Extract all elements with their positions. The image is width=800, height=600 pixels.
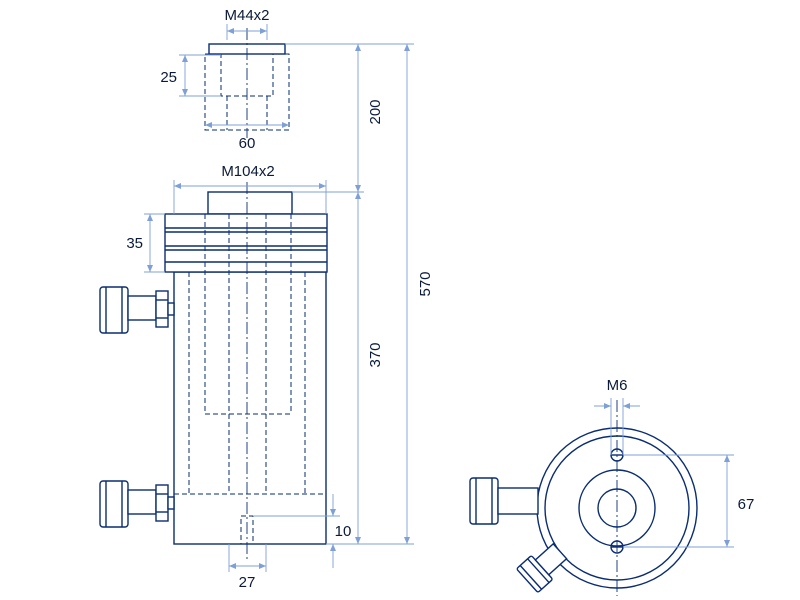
upper-coupler-neck	[127, 295, 157, 321]
dim-200-arrow-bottom	[355, 185, 361, 192]
dim-m104-arrow-right	[319, 183, 326, 189]
side-coupler-neck	[497, 487, 539, 515]
dim-m44-arrow-right	[260, 28, 267, 34]
label-mount-spacing: 67	[738, 496, 755, 513]
angled-coupler-neck	[534, 542, 568, 576]
dim-m104-arrow-left	[174, 183, 181, 189]
angled-coupler-rib-1	[519, 565, 543, 590]
dim-10-arrow-bottom	[330, 544, 336, 551]
dim-35-arrow-bottom	[147, 265, 153, 272]
dim-27-arrow-right	[259, 563, 266, 569]
lower-coupler-body	[99, 480, 129, 528]
dim-67-arrow-bottom	[724, 540, 730, 547]
dim-27-arrow-left	[229, 563, 236, 569]
label-small-height: 25	[160, 69, 177, 86]
collar-nut	[164, 213, 328, 273]
label-collar-height: 35	[126, 235, 143, 252]
dim-m6-arrow-right	[623, 403, 630, 409]
label-thread-small: M44x2	[224, 7, 269, 24]
dim-10-arrow-top	[330, 509, 336, 516]
dim-35-arrow-top	[147, 214, 153, 221]
label-thread-large: M104x2	[221, 163, 274, 180]
plunger-top	[207, 191, 293, 215]
label-mount-thread: M6	[607, 377, 628, 394]
dim-200-arrow-top	[355, 44, 361, 51]
label-base-hole-diameter: 27	[239, 574, 256, 591]
dim-370-arrow-top	[355, 192, 361, 199]
dimension-lines	[144, 24, 734, 572]
upper-coupler-stub	[167, 302, 175, 316]
dim-60-arrow-left	[205, 122, 212, 128]
dimension-labels: M44x2 25 60 M104x2 35 200 370 570 10 27 …	[126, 7, 754, 591]
label-base-hole-depth: 10	[335, 523, 352, 540]
dim-570-arrow-top	[404, 44, 410, 51]
label-overall-length: 570	[417, 271, 434, 296]
upper-coupler-hex	[155, 290, 169, 328]
dim-570-arrow-bottom	[404, 537, 410, 544]
label-small-diameter: 60	[239, 135, 256, 152]
angled-coupler-rib-2	[527, 558, 550, 584]
cylinder-side-view	[164, 182, 328, 560]
angled-coupler	[516, 542, 568, 593]
upper-coupler-body	[99, 286, 129, 334]
label-body-length: 370	[367, 342, 384, 367]
saddle-adapter	[204, 28, 290, 138]
label-stroke: 200	[367, 99, 384, 124]
dim-m44-arrow-left	[227, 28, 234, 34]
dim-370-arrow-bottom	[355, 537, 361, 544]
lower-coupler-neck	[127, 489, 157, 515]
lower-coupler	[99, 480, 175, 528]
side-coupler-body	[469, 477, 499, 525]
lower-coupler-hex	[155, 484, 169, 522]
base-hole-hidden	[240, 515, 254, 545]
dim-m6-arrow-left	[604, 403, 611, 409]
dim-67-arrow-top	[724, 455, 730, 462]
dim-25-arrow-bottom	[182, 89, 188, 96]
dim-25-arrow-top	[182, 55, 188, 62]
cylinder-bottom-view	[469, 400, 698, 596]
lower-coupler-stub	[167, 496, 175, 510]
cylinder-body	[173, 271, 327, 545]
upper-coupler	[99, 286, 175, 334]
dim-60-arrow-right	[282, 122, 289, 128]
